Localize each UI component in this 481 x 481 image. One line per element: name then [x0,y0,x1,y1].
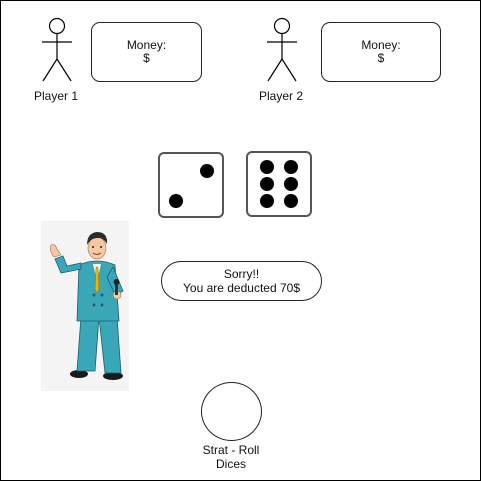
die-pip [284,159,299,174]
game-show-host-illustration-icon [50,232,124,380]
roll-dice-label-line-2: Dices [215,457,246,471]
result-message-line-2: You are deducted 70$ [183,281,300,295]
die-pip [284,194,299,209]
roll-dice-label-line-1: Strat - Roll [202,443,260,457]
roll-dice-label: Strat - Roll Dices [191,443,271,471]
result-message-line-1: Sorry!! [223,267,260,281]
player-2-money-value: $ [377,51,385,65]
die-pip [284,177,299,191]
roll-dice-button[interactable] [201,382,262,441]
game-show-host-illustration [41,221,129,391]
die-pip [199,164,214,179]
die-right [246,151,312,217]
die-left [158,152,224,218]
player-2-money-label: Money: [361,38,401,52]
player-1-stick-figure-icon [42,17,72,82]
die-pip [168,193,183,208]
player-1-money-value: $ [143,51,150,65]
player-1-label: Player 1 [33,89,79,103]
player-1-money-box: Money: $ [91,22,202,82]
player-2-label: Player 2 [258,89,304,103]
die-pip [259,159,274,174]
result-message: Sorry!! You are deducted 70$ [161,261,322,301]
player-1-money-label: Money: [126,38,167,52]
player-2-money-box: Money: $ [321,22,441,82]
die-pip [259,177,274,191]
player-2-stick-figure-icon [267,17,297,82]
die-pip [259,194,274,209]
